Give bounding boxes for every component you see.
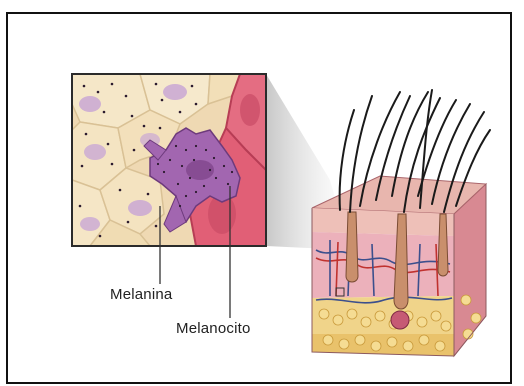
melanocito-label: Melanocito	[176, 320, 251, 337]
melanina-label: Melanina	[110, 286, 172, 303]
skin-cross-section-illustration	[312, 90, 490, 356]
cell-magnification-illustration	[72, 74, 266, 246]
